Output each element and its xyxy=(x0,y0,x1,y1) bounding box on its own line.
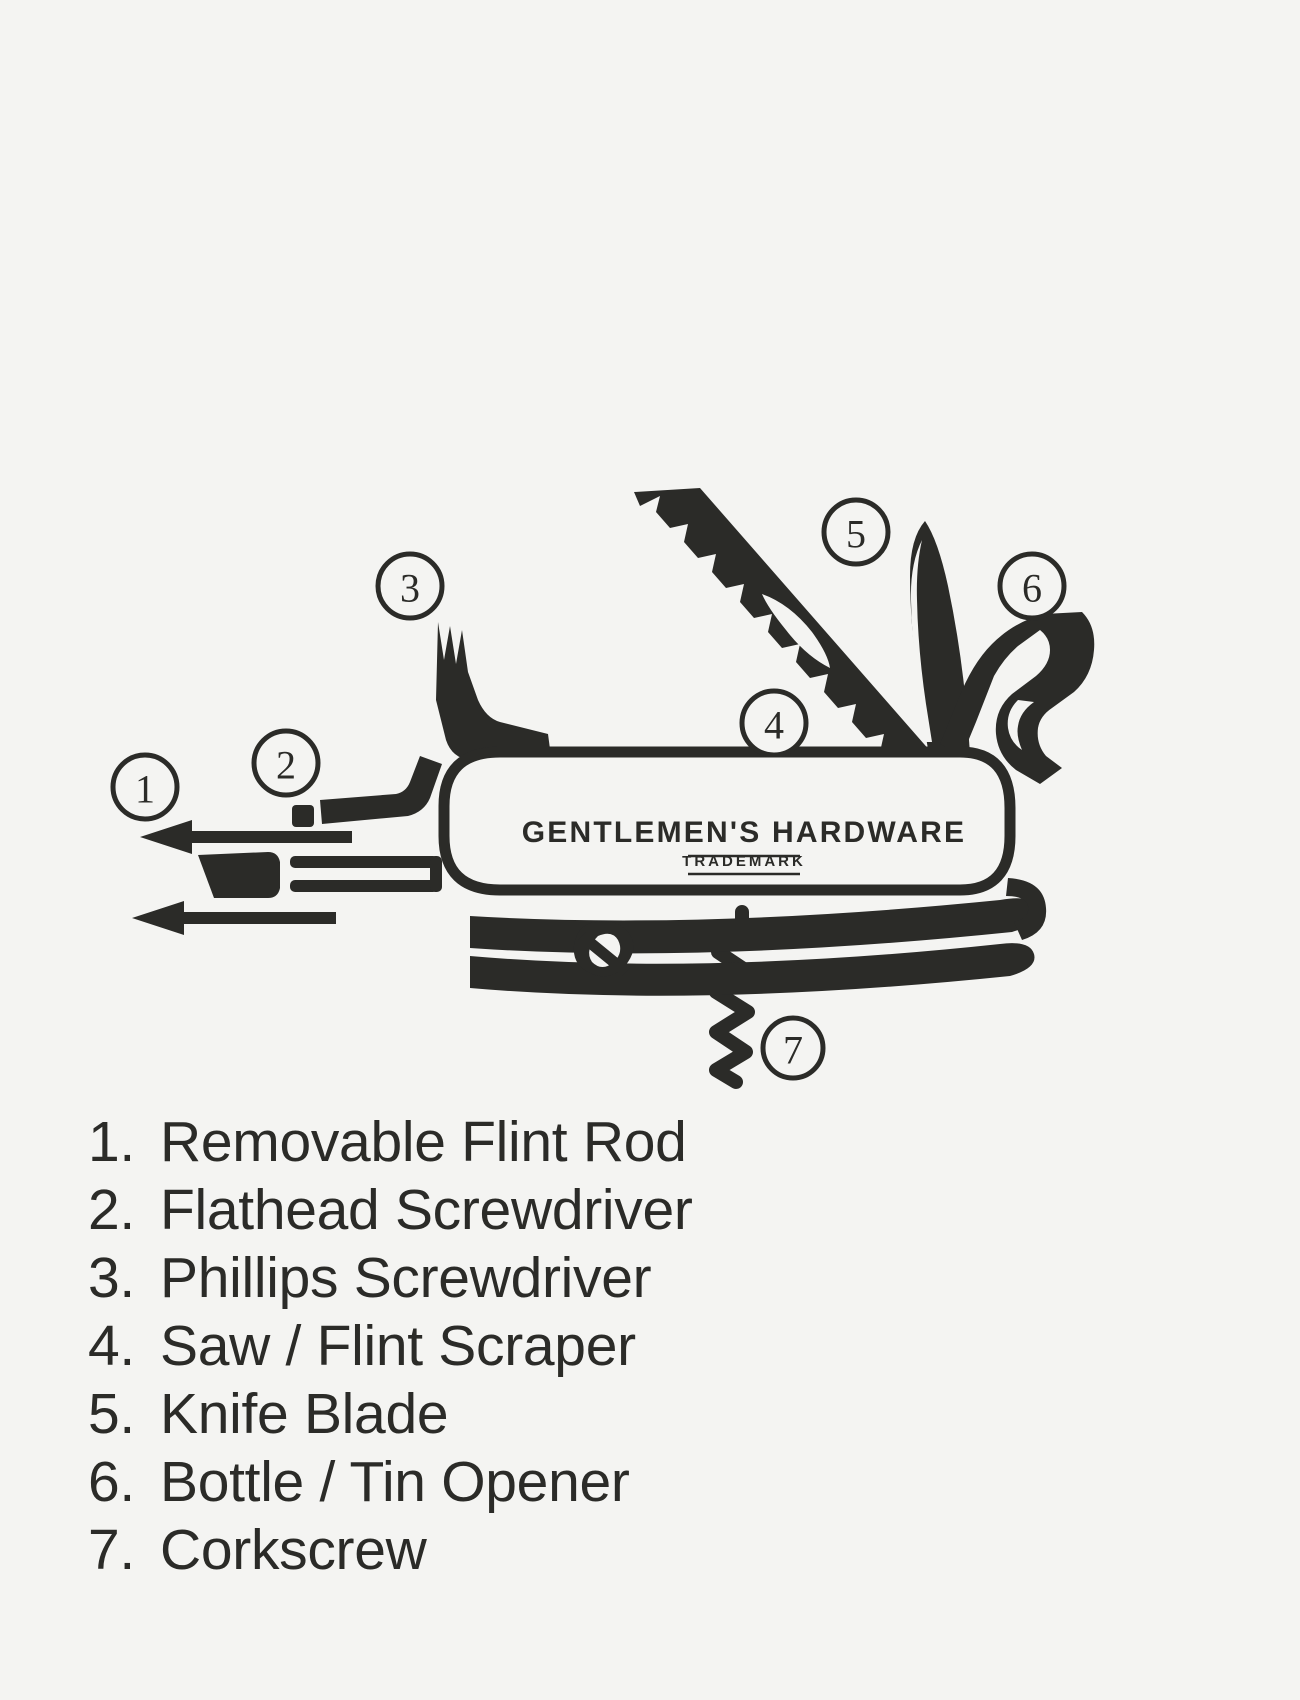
legend-item-4-label: Saw / Flint Scraper xyxy=(160,1314,636,1378)
extraction-arrow-upper xyxy=(140,820,352,854)
callout-3-circle[interactable] xyxy=(375,551,445,621)
callout-3-number: 3 xyxy=(400,566,420,611)
tool-flint-rod xyxy=(198,852,442,898)
callout-3[interactable]: 3 xyxy=(375,551,445,621)
legend-item-6-number: 6. xyxy=(88,1450,135,1514)
legend-item-7-number: 7. xyxy=(88,1518,135,1582)
brand-logo: GENTLEMEN'S HARDWARE TRADEMARK xyxy=(522,816,966,876)
legend-item-3: 3. Phillips Screwdriver xyxy=(88,1244,1218,1312)
legend-item-4: 4. Saw / Flint Scraper xyxy=(88,1312,1218,1380)
callout-5-number: 5 xyxy=(846,512,866,557)
tool-saw-flint-scraper xyxy=(634,488,938,782)
callout-1[interactable]: 1 xyxy=(110,752,180,822)
callout-7-circle[interactable] xyxy=(760,1015,826,1081)
handle-liner-lower xyxy=(470,943,1035,996)
callout-6[interactable]: 6 xyxy=(997,551,1067,621)
knife-handle-body xyxy=(438,746,1016,896)
callout-4[interactable]: 4 xyxy=(739,688,809,758)
callout-5[interactable]: 5 xyxy=(821,497,891,567)
callout-6-circle[interactable] xyxy=(997,551,1067,621)
callout-6-number: 6 xyxy=(1022,566,1042,611)
extraction-arrow-lower xyxy=(132,901,336,935)
legend-item-7: 7. Corkscrew xyxy=(88,1516,1218,1584)
legend-item-3-number: 3. xyxy=(88,1246,135,1310)
handle-liner-upper xyxy=(470,898,1037,954)
brand-name: GENTLEMEN'S HARDWARE xyxy=(522,816,966,849)
legend-item-4-number: 4. xyxy=(88,1314,135,1378)
callout-1-circle[interactable] xyxy=(110,752,180,822)
legend-item-3-label: Phillips Screwdriver xyxy=(160,1246,652,1310)
callout-2[interactable]: 2 xyxy=(251,728,321,798)
legend-item-1-label: Removable Flint Rod xyxy=(160,1110,687,1174)
legend-item-2-number: 2. xyxy=(88,1178,135,1242)
legend-item-5-number: 5. xyxy=(88,1382,135,1446)
legend-item-1: 1. Removable Flint Rod xyxy=(88,1108,1218,1176)
tool-flathead-screwdriver xyxy=(292,756,442,827)
callout-2-circle[interactable] xyxy=(251,728,321,798)
callout-7-number: 7 xyxy=(783,1028,803,1073)
legend-item-5-label: Knife Blade xyxy=(160,1382,449,1446)
legend-item-2: 2. Flathead Screwdriver xyxy=(88,1176,1218,1244)
callout-4-circle[interactable] xyxy=(739,688,809,758)
tool-bottle-tin-opener xyxy=(940,612,1095,784)
callout-5-circle[interactable] xyxy=(821,497,891,567)
callout-7[interactable]: 7 xyxy=(760,1015,826,1081)
brand-subtitle: TRADEMARK xyxy=(682,853,806,870)
legend-item-6: 6. Bottle / Tin Opener xyxy=(88,1448,1218,1516)
legend-item-6-label: Bottle / Tin Opener xyxy=(160,1450,630,1514)
legend-item-7-label: Corkscrew xyxy=(160,1518,427,1582)
callout-2-number: 2 xyxy=(276,743,296,788)
callout-1-number: 1 xyxy=(135,767,155,812)
legend-list: 1. Removable Flint Rod 2. Flathead Screw… xyxy=(88,1108,1218,1584)
callout-4-number: 4 xyxy=(764,703,784,748)
handle-lanyard-loop xyxy=(1006,878,1047,940)
legend-item-2-label: Flathead Screwdriver xyxy=(160,1178,693,1242)
legend-item-1-number: 1. xyxy=(88,1110,135,1174)
tool-phillips-screwdriver xyxy=(436,622,552,764)
handle-knot-detail xyxy=(573,921,634,977)
legend-item-5: 5. Knife Blade xyxy=(88,1380,1218,1448)
